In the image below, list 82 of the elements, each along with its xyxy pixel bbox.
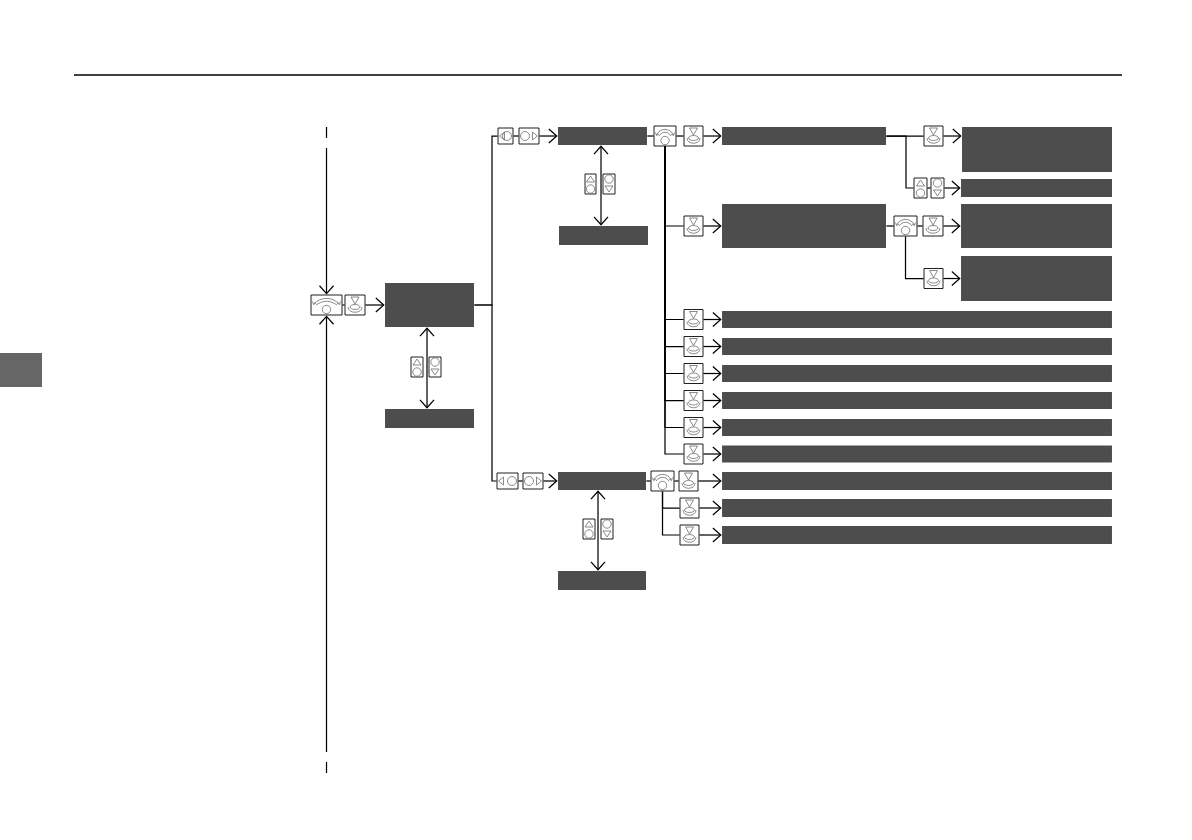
arrow [942,128,962,144]
menu-box [558,472,646,490]
left-tilt-icon [496,472,519,490]
up-tilt-icon [913,177,928,199]
push-button-icon [683,443,704,465]
push-button-icon [922,215,944,237]
double-arrow [593,145,609,226]
connector-line [885,135,915,189]
double-arrow [590,490,606,571]
menu-box [385,283,474,327]
arrow [702,338,722,355]
arrow [942,270,961,287]
arrow [702,419,722,436]
push-button-icon [923,125,944,147]
menu-box [722,499,1112,517]
arrow [942,218,961,234]
arrow [318,315,335,753]
push-button-icon [344,294,366,316]
connector-line [341,304,346,306]
arrow [364,297,385,313]
dial-icon [310,294,343,316]
arrow [538,128,558,144]
arrow [943,180,961,196]
connector-line [885,225,895,227]
push-button-icon [683,363,704,384]
push-button-icon [683,125,704,147]
push-button-icon [679,497,700,519]
right-tilt-icon [522,472,544,490]
connector-line [661,490,681,536]
arrow [697,473,722,489]
menu-box [722,311,1112,328]
connector-line [904,235,925,280]
arrow [698,500,722,516]
menu-box [722,204,886,248]
push-button-icon [678,470,699,492]
menu-box [559,226,648,245]
connector-line [926,187,932,189]
push-button-icon [683,390,704,411]
menu-box [722,338,1112,355]
connector-line [675,135,685,137]
menu-box [722,526,1112,544]
right-tilt-icon [518,127,540,145]
arrow [318,147,335,295]
connector-line [645,480,652,482]
push-button-icon [683,417,704,438]
menu-box [722,472,1112,490]
dial-icon [650,470,675,492]
menu-box [722,419,1112,436]
push-button-icon [679,524,700,546]
dial-icon [893,215,918,237]
connector-line [673,480,680,482]
arrow [702,446,722,462]
arrow [702,311,722,328]
push-button-icon [683,336,704,357]
menu-box [722,127,886,145]
menu-box [558,571,646,590]
menu-box [722,445,1112,463]
left-tilt-icon [497,127,514,145]
menu-box [961,204,1112,248]
push-button-icon [683,215,704,237]
connector-line [517,480,524,482]
menu-box [558,127,647,145]
arrow [702,218,722,234]
dial-icon [653,125,677,147]
menu-box [385,409,474,428]
connector-line [512,135,520,137]
menu-box [962,127,1112,172]
double-arrow [419,327,435,409]
menu-box [722,392,1112,409]
push-button-icon [923,268,944,289]
down-tilt-icon [930,177,945,199]
menu-box [961,256,1112,301]
connector-line [473,304,498,482]
menu-box [722,365,1112,382]
arrow [702,365,722,382]
connector-line [646,135,655,137]
arrow [702,392,722,409]
arrow [698,527,722,543]
push-button-icon [683,309,704,330]
connector-line [916,225,924,227]
arrow [702,128,722,144]
menu-box [961,179,1112,197]
